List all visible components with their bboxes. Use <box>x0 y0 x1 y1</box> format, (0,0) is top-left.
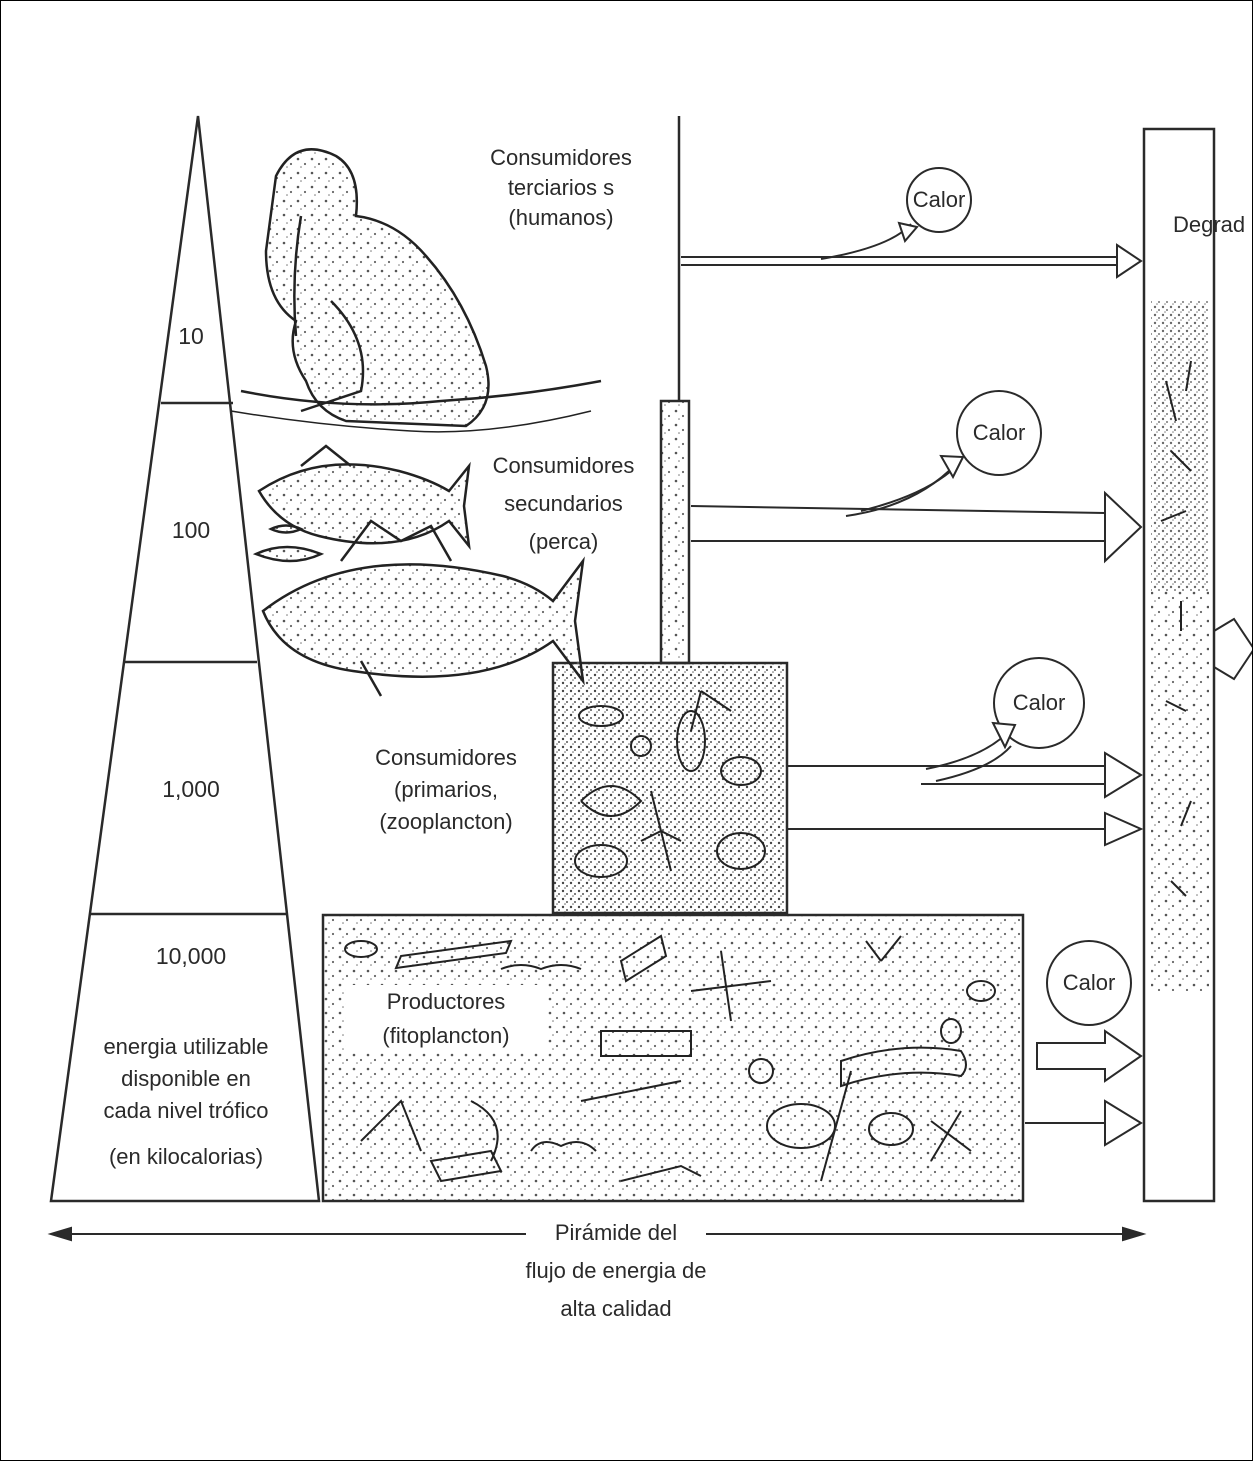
heat-label: Calor <box>907 190 971 210</box>
level-label-secondary: Consumidores secundarios (perca) <box>451 447 676 561</box>
zooplankton-box <box>553 663 787 913</box>
level-label-tertiary: Consumidores terciarios s (humanos) <box>451 139 671 237</box>
level-label-line: Consumidores <box>451 447 676 485</box>
flow-arrow <box>681 245 1141 277</box>
heat-label: Calor <box>1001 693 1077 713</box>
flow-arrow <box>1025 1031 1141 1145</box>
heat-label: Calor <box>1051 973 1127 993</box>
degradation-label: Degrad <box>1173 215 1245 235</box>
pyramid-caption-line: (en kilocalorias) <box>61 1141 311 1173</box>
heat-curve <box>821 224 911 259</box>
flow-arrow <box>691 493 1141 561</box>
heat-outputs <box>821 168 1131 1025</box>
level-label-line: Productores <box>346 985 546 1019</box>
level-label-line: (perca) <box>451 523 676 561</box>
pyramid-caption-line: disponible en <box>61 1063 311 1095</box>
phytoplankton-box <box>323 915 1023 1201</box>
energy-value-producers: 10,000 <box>131 941 251 971</box>
pyramid-caption-line: cada nivel trófico <box>61 1095 311 1127</box>
level-label-primary: Consumidores (primarios, (zooplancton) <box>341 739 551 841</box>
level-label-producers: Productores (fitoplancton) <box>346 985 546 1053</box>
axis-caption-line: flujo de energia de <box>471 1252 761 1290</box>
axis-caption: Pirámide del flujo de energia de alta ca… <box>471 1214 761 1328</box>
energy-value-secondary: 100 <box>156 515 226 545</box>
pyramid-caption: energia utilizable disponible en cada ni… <box>61 1031 311 1173</box>
level-label-line: (fitoplancton) <box>346 1019 546 1053</box>
heat-label: Calor <box>963 423 1035 443</box>
level-label-line: (zooplancton) <box>341 803 551 841</box>
flow-arrow <box>788 753 1141 845</box>
axis-caption-line: Pirámide del <box>549 1214 683 1252</box>
energy-value-tertiary: 10 <box>161 321 221 351</box>
level-label-line: secundarios <box>451 485 676 523</box>
decomposer-column <box>1144 129 1253 1201</box>
pyramid-caption-line: energia utilizable <box>61 1031 311 1063</box>
energy-value-primary: 1,000 <box>141 774 241 804</box>
axis-caption-line: alta calidad <box>471 1290 761 1328</box>
level-label-line: (humanos) <box>451 199 671 237</box>
